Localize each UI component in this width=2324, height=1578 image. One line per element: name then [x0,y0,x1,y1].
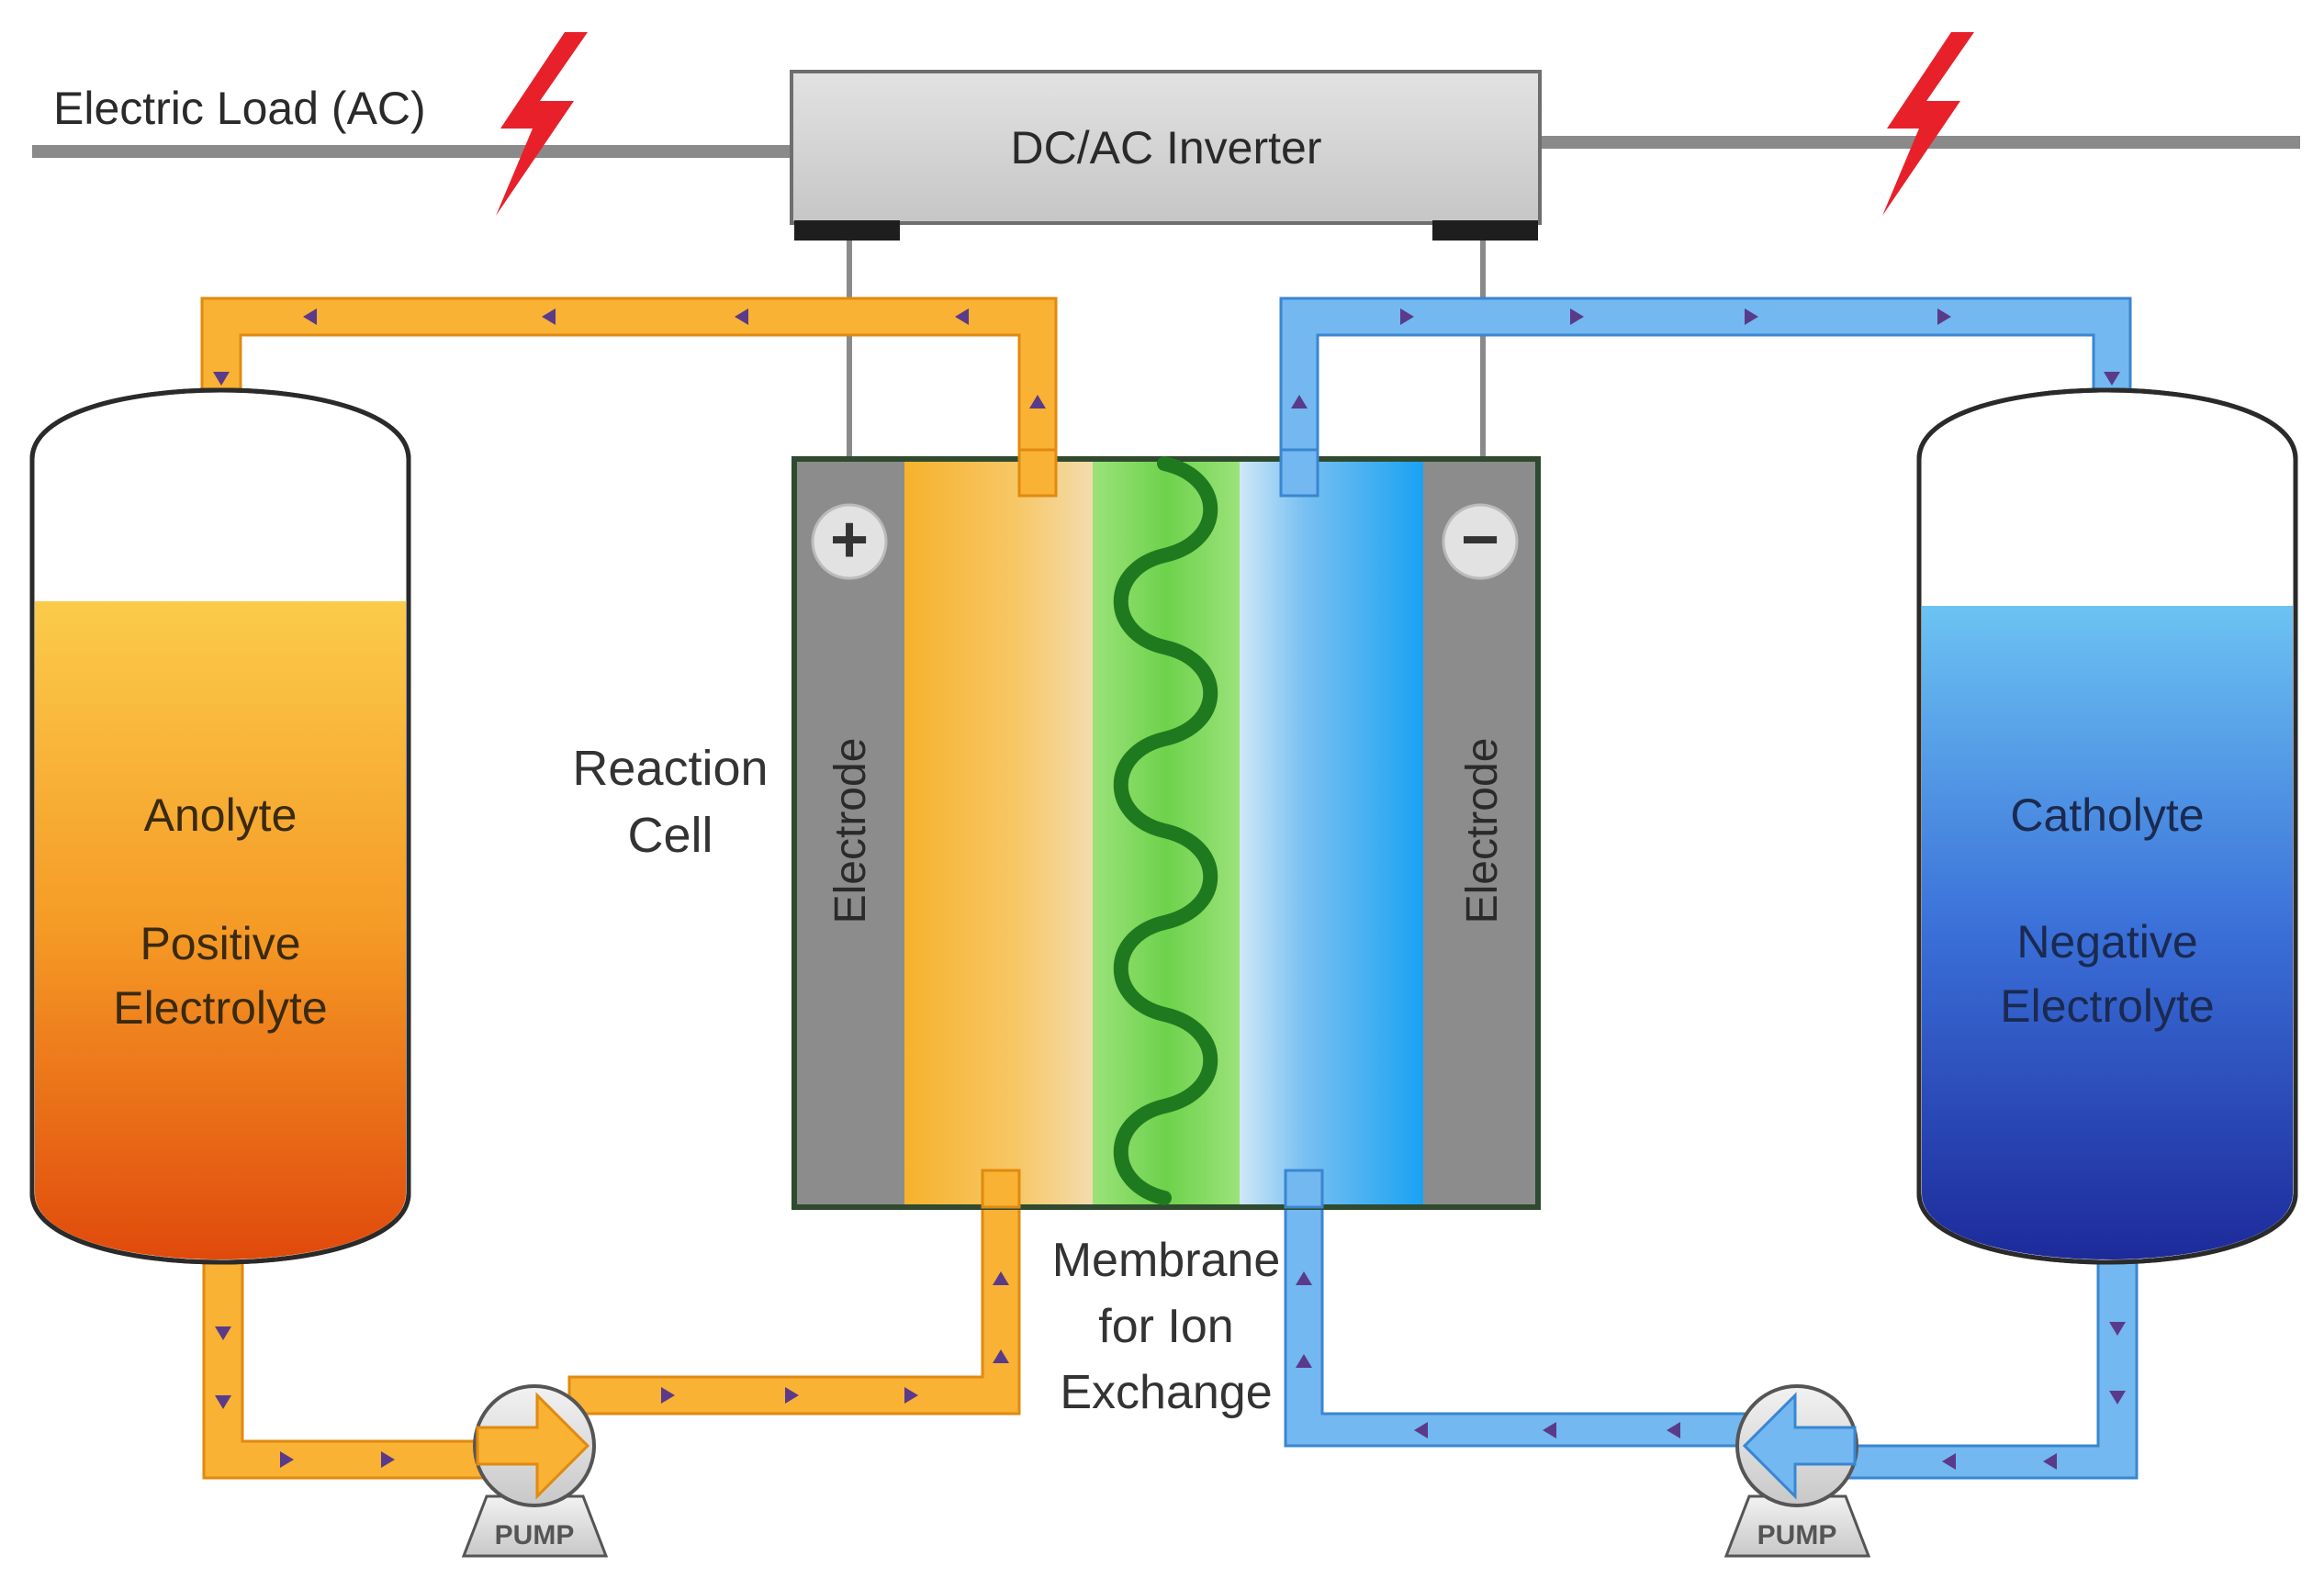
pump-left-label: PUMP [495,1520,575,1550]
anolyte-label: Anolyte [144,789,298,841]
catholyte-desc-line2: Electrolyte [2000,980,2214,1032]
anolyte-desc-line1: Positive [140,918,300,969]
electric-load-label: Electric Load (AC) [53,83,426,134]
membrane-label-line3: Exchange [1060,1366,1272,1419]
positive-terminal [811,503,888,580]
reaction-cell-label-line1: Reaction [572,741,768,796]
membrane-label-line2: for Ion [1098,1300,1233,1353]
pump-right [1723,1384,1871,1558]
flow-arrows [213,308,2126,1470]
minus-sign: − [1461,503,1499,576]
pump-left [461,1384,609,1558]
electrode-right-label: Electrode [1458,738,1507,924]
reaction-cell [792,456,1541,1210]
anolyte-tank [29,387,411,1265]
cell-pipe-stubs [981,448,1324,1209]
inverter [790,70,1542,241]
pump-right-label: PUMP [1757,1520,1837,1550]
anolyte-desc-line2: Electrolyte [113,982,327,1034]
membrane-label-line1: Membrane [1052,1234,1281,1287]
catholyte-label: Catholyte [2010,789,2204,841]
catholyte-desc-line1: Negative [2016,916,2197,968]
plus-sign: + [830,503,869,576]
inverter-label: DC/AC Inverter [1011,122,1322,173]
membrane-coil [1113,456,1218,1205]
inverter-wires [847,241,1486,459]
lightning-icon-left [496,32,588,216]
catholyte-tank [1916,387,2298,1265]
reaction-cell-label-line2: Cell [627,808,713,863]
electrode-left-label: Electrode [826,738,875,924]
negative-terminal [1442,503,1519,580]
lightning-icon-right [1882,32,1974,216]
